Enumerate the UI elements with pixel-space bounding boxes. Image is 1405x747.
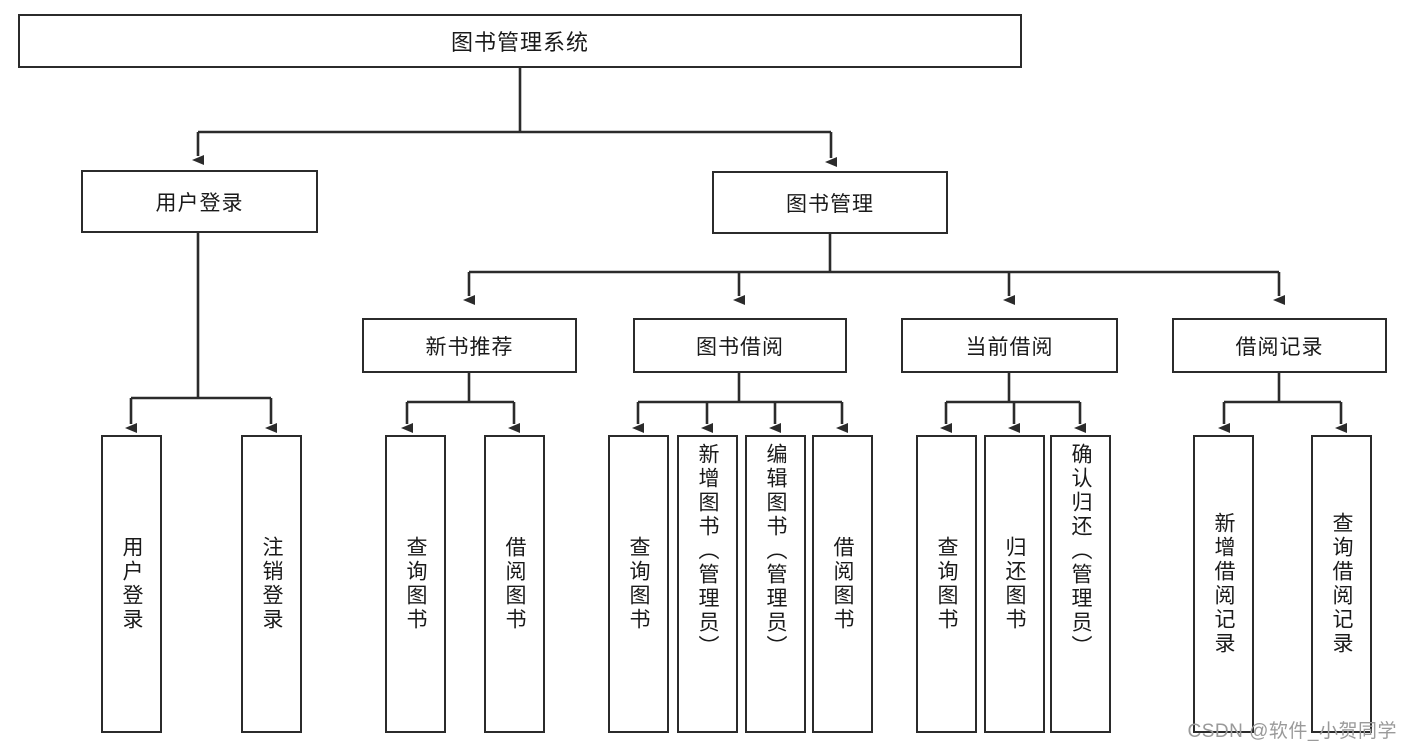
node-book-management-system[interactable]: 图书管理系统	[18, 14, 1022, 68]
leaf-new-book-borrow-book[interactable]: 借阅图书	[484, 435, 545, 733]
leaf-user-login-logout[interactable]: 注销登录	[241, 435, 302, 733]
leaf-book-borrow-query-book[interactable]: 查询图书	[608, 435, 669, 733]
leaf-book-borrow-add-book-admin[interactable]: 新增图书（管理员）	[677, 435, 738, 733]
node-current-borrow[interactable]: 当前借阅	[901, 318, 1118, 373]
node-label: 查询图书	[935, 536, 958, 632]
node-label: 注销登录	[260, 536, 283, 632]
leaf-current-borrow-return-book[interactable]: 归还图书	[984, 435, 1045, 733]
leaf-current-borrow-query-book[interactable]: 查询图书	[916, 435, 977, 733]
node-label: 当前借阅	[965, 335, 1054, 359]
node-label: 借阅记录	[1235, 335, 1324, 359]
node-label: 图书管理系统	[450, 30, 589, 55]
node-label: 图书借阅	[696, 335, 784, 359]
node-label: 查询图书	[627, 536, 650, 632]
node-book-borrow[interactable]: 图书借阅	[633, 318, 847, 373]
leaf-user-login-login[interactable]: 用户登录	[101, 435, 162, 733]
leaf-borrow-record-add-record[interactable]: 新增借阅记录	[1193, 435, 1254, 733]
node-label: 查询借阅记录	[1330, 512, 1353, 656]
node-user-login[interactable]: 用户登录	[81, 170, 318, 233]
node-label: 用户登录	[155, 191, 244, 215]
node-label: 新书推荐	[425, 335, 514, 359]
node-label: 编辑图书（管理员）	[764, 443, 787, 659]
node-label: 新增图书（管理员）	[696, 443, 719, 659]
leaf-book-borrow-borrow-book[interactable]: 借阅图书	[812, 435, 873, 733]
node-label: 查询图书	[404, 536, 427, 632]
node-borrow-record[interactable]: 借阅记录	[1172, 318, 1387, 373]
node-label: 借阅图书	[503, 536, 526, 632]
node-new-book-recommend[interactable]: 新书推荐	[362, 318, 577, 373]
node-label: 借阅图书	[831, 536, 854, 632]
node-label: 用户登录	[120, 536, 143, 632]
node-book-management[interactable]: 图书管理	[712, 171, 948, 234]
node-label: 图书管理	[786, 192, 874, 216]
node-label: 新增借阅记录	[1212, 512, 1235, 656]
leaf-borrow-record-query-record[interactable]: 查询借阅记录	[1311, 435, 1372, 733]
watermark-text: CSDN @软件_小贺同学	[1187, 721, 1397, 742]
node-label: 确认归还（管理员）	[1069, 443, 1092, 659]
leaf-book-borrow-edit-book-admin[interactable]: 编辑图书（管理员）	[745, 435, 806, 733]
node-label: 归还图书	[1003, 536, 1026, 632]
leaf-current-borrow-confirm-return-admin[interactable]: 确认归还（管理员）	[1050, 435, 1111, 733]
leaf-new-book-query-book[interactable]: 查询图书	[385, 435, 446, 733]
